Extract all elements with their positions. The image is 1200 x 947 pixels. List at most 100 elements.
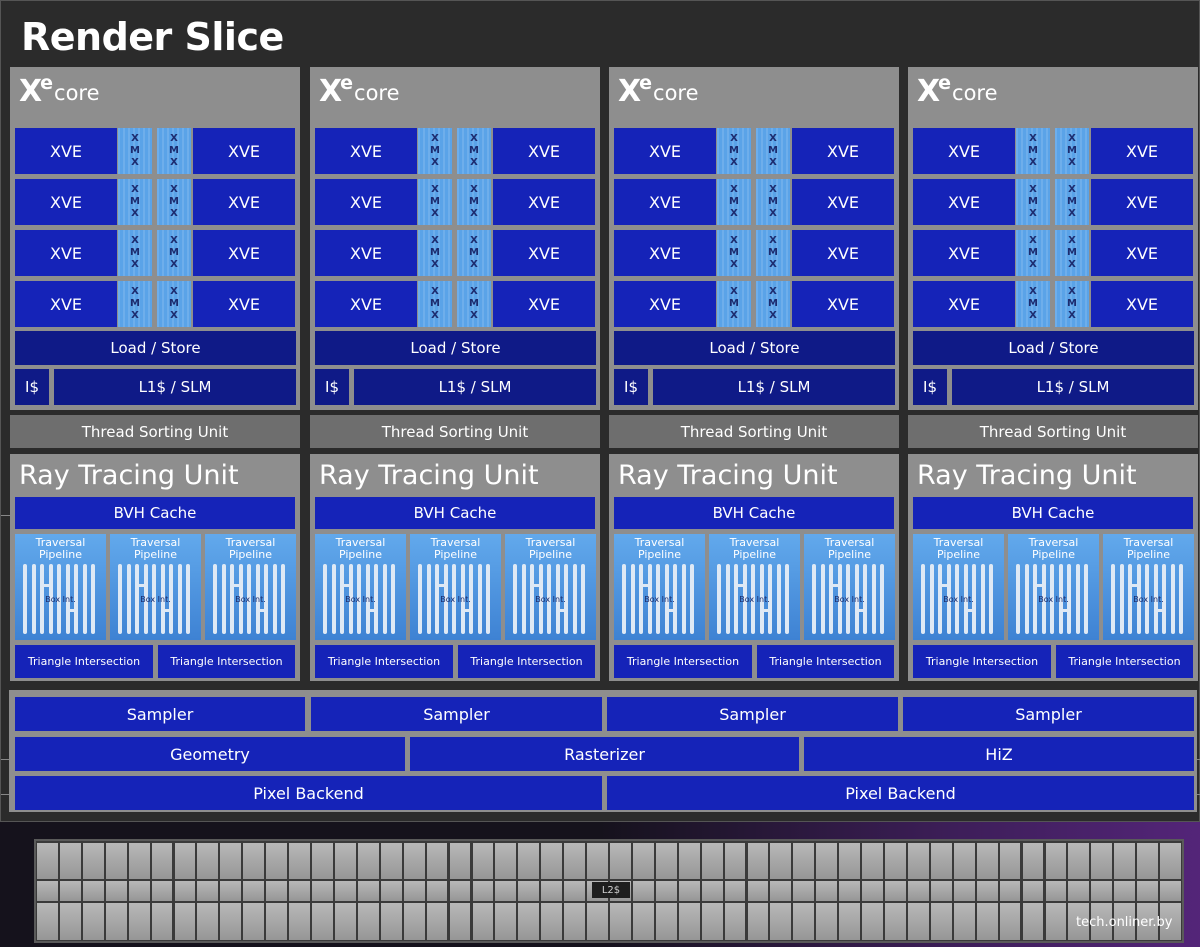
xve-block: XVE xyxy=(193,128,295,174)
l2-cache-bank xyxy=(770,881,792,901)
xmx-letter: X xyxy=(1029,259,1037,270)
l2-cache-bank xyxy=(472,903,494,940)
box-intersection-label: Box Int. xyxy=(1133,595,1164,604)
xmx-letter: X xyxy=(730,310,738,321)
xmx-letter: M xyxy=(1028,196,1038,207)
pipeline-stage-bar xyxy=(880,564,884,634)
l2-cache-bank xyxy=(426,843,448,879)
pipeline-stage-bar xyxy=(1136,564,1141,634)
xmx-letter: X xyxy=(431,208,439,219)
xmx-letter: X xyxy=(1029,286,1037,297)
l2-cache-bank xyxy=(793,843,815,879)
watermark: tech.onliner.by xyxy=(1076,915,1173,930)
pipeline-stage-bar xyxy=(1179,564,1183,634)
triangle-intersection: Triangle Intersection xyxy=(757,645,894,678)
xmx-letter: X xyxy=(170,259,178,270)
l2-cache-bank xyxy=(243,903,265,940)
pixel-backend-unit: Pixel Backend xyxy=(15,776,602,810)
xve-block: XVE xyxy=(193,230,295,276)
pipeline-stage-bar xyxy=(135,564,139,634)
l2-cache-bank xyxy=(724,843,746,879)
box-intersection-label: Box Int. xyxy=(644,595,675,604)
l2-cache-bank xyxy=(174,843,196,879)
pipeline-stage-bar xyxy=(768,564,772,634)
rasterizer-unit: Rasterizer xyxy=(410,737,799,771)
xve-block: XVE xyxy=(1091,128,1193,174)
l2-cache-bank xyxy=(1091,843,1113,879)
pipeline-stage-bar xyxy=(213,564,217,634)
xmx-letter: M xyxy=(1067,145,1077,156)
xmx-letter: M xyxy=(130,247,140,258)
l2-cache-bank xyxy=(1068,903,1090,940)
l2-cache-bank xyxy=(839,903,861,940)
pipeline-stage-bar xyxy=(31,564,36,634)
connector-line xyxy=(1,515,11,516)
instruction-cache: I$ xyxy=(614,369,648,405)
l2-cache-bank xyxy=(885,881,906,901)
pipeline-stage-bar xyxy=(48,564,53,634)
pipeline-stage-bar xyxy=(681,564,686,634)
l2-cache-bank xyxy=(380,881,402,901)
pipeline-stage-bar xyxy=(734,564,738,634)
xmx-letter: X xyxy=(730,157,738,168)
xe-core-word: core xyxy=(952,81,998,105)
xmx-letter: M xyxy=(1028,298,1038,309)
xmx-letter: M xyxy=(768,196,778,207)
xmx-letter: M xyxy=(768,298,778,309)
pipeline-link xyxy=(760,609,772,612)
traversal-pipeline-label: Traversal Pipeline xyxy=(335,536,386,561)
l2-cache-bank xyxy=(243,881,265,901)
box-intersection-label: Box Int. xyxy=(440,595,471,604)
triangle-intersection: Triangle Intersection xyxy=(158,645,295,678)
ray-tracing-unit-title: Ray Tracing Unit xyxy=(319,460,539,491)
triangle-intersection: Triangle Intersection xyxy=(614,645,752,678)
pipeline-stage-bar xyxy=(357,564,361,634)
l2-cache-bank xyxy=(930,881,952,901)
xmx-letter: M xyxy=(469,298,479,309)
pipeline-stage-bar xyxy=(564,564,568,634)
xmx-letter: X xyxy=(431,133,439,144)
xmx-letter: M xyxy=(430,196,440,207)
l2-cache-bank xyxy=(128,843,150,879)
xve-block: XVE xyxy=(315,179,417,225)
xmx-letter: M xyxy=(130,196,140,207)
xmx-letter: X xyxy=(431,235,439,246)
xmx-letter: X xyxy=(170,286,178,297)
pipeline-stage-bar xyxy=(1050,564,1054,634)
l1-cache-slm: L1$ / SLM xyxy=(653,369,895,405)
xmx-letter: X xyxy=(1029,235,1037,246)
l2-cache-bank xyxy=(335,881,356,901)
pipeline-stage-bar xyxy=(725,564,730,634)
l2-cache-bank xyxy=(357,843,379,879)
xmx-letter: X xyxy=(1068,184,1076,195)
pipeline-stage-bar xyxy=(365,564,370,634)
pipeline-stage-bar xyxy=(664,564,669,634)
xmx-letter: X xyxy=(131,235,139,246)
load-store-unit: Load / Store xyxy=(913,331,1194,365)
pipeline-stage-bar xyxy=(264,564,268,634)
triangle-intersection: Triangle Intersection xyxy=(1056,645,1193,678)
pipeline-stages xyxy=(1111,564,1186,634)
pipeline-link xyxy=(161,609,173,612)
l2-cache-bank xyxy=(908,881,929,901)
xmx-letter: X xyxy=(131,310,139,321)
pipeline-stage-bar xyxy=(91,564,95,634)
pipeline-stage-bar xyxy=(854,564,859,634)
pipeline-stage-bar xyxy=(452,564,456,634)
pipeline-stage-bar xyxy=(469,564,473,634)
xmx-letter: X xyxy=(131,157,139,168)
xe-core-e: e xyxy=(938,72,952,94)
xmx-letter: M xyxy=(1067,298,1077,309)
xe-core-title: Xecore xyxy=(319,72,400,110)
